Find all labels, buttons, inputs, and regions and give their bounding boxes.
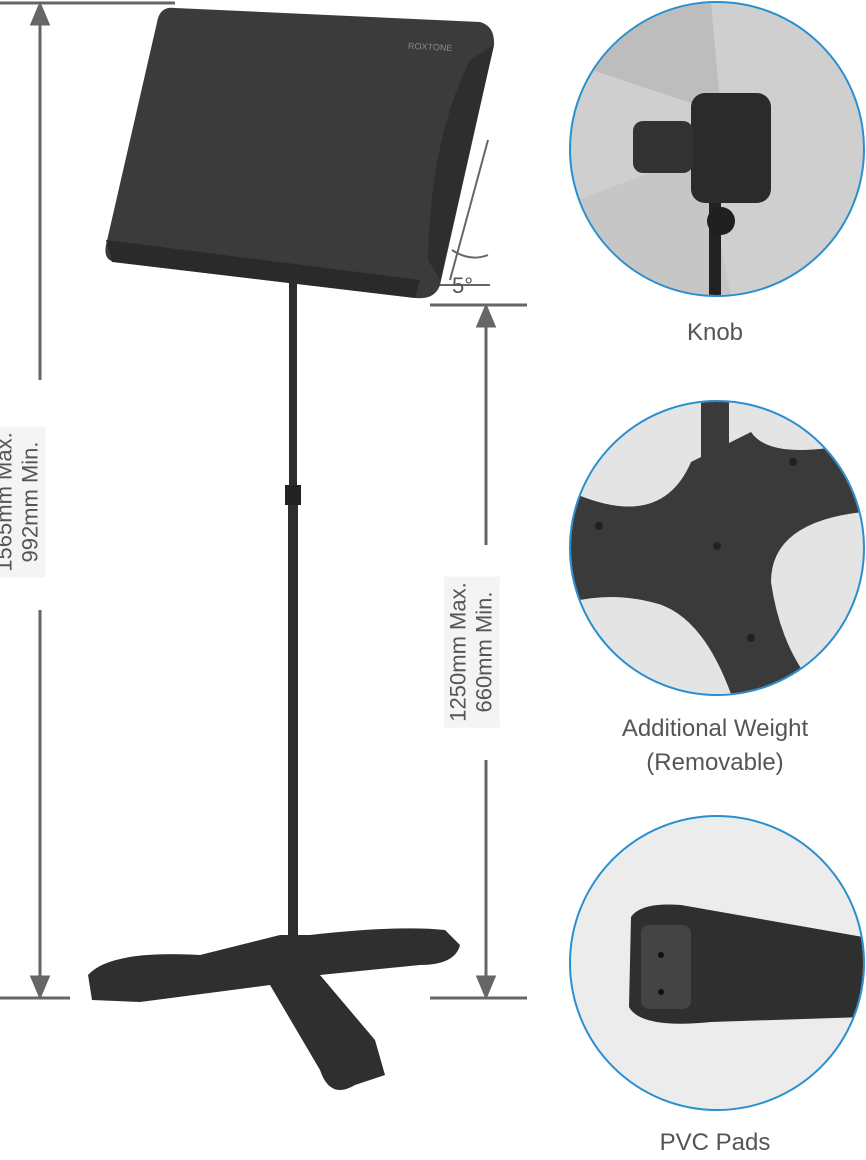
base [88, 928, 460, 1090]
pole-height-min: 660mm Min. [471, 591, 497, 713]
weight-caption-title: Additional Weight [621, 715, 809, 742]
music-stand-desk: ROXTONE [105, 7, 495, 299]
total-height-dimension [0, 1, 175, 1000]
pvc-pads-caption: PVC Pads [659, 1129, 771, 1156]
pole-height-label: 1250mm Max. 660mm Min. [443, 576, 500, 728]
brand-logo: ROXTONE [408, 41, 453, 53]
knob-caption: Knob [686, 319, 744, 346]
pole [285, 280, 301, 945]
pole-height-max: 1250mm Max. [445, 582, 471, 722]
tilt-angle-label: 5° [452, 273, 473, 298]
weight-caption: Additional Weight (Removable) [565, 712, 865, 780]
knob-icon [633, 121, 693, 173]
tilt-angle-marker [435, 139, 490, 286]
weight-detail-image [569, 400, 865, 696]
pvc-pads-detail-image [569, 815, 865, 1111]
weight-caption-sub: (Removable) [646, 749, 784, 776]
total-height-max: 1565mm Max. [0, 432, 17, 572]
pole-height-dimension [430, 303, 527, 1000]
knob-detail-image [569, 1, 865, 297]
total-height-min: 992mm Min. [17, 441, 43, 563]
total-height-label: 1565mm Max. 992mm Min. [0, 426, 46, 578]
